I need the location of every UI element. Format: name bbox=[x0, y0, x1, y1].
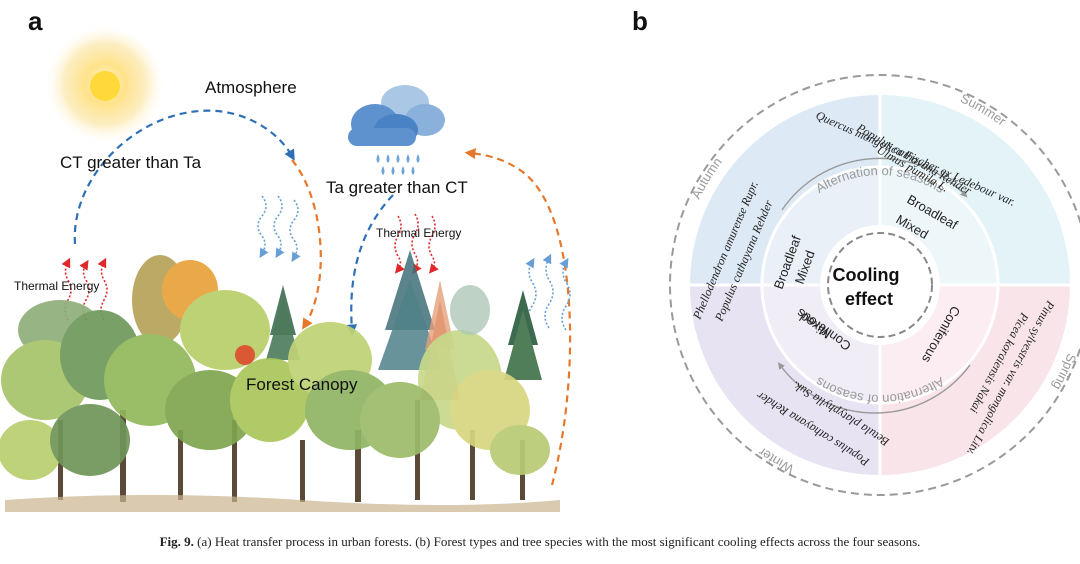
winter-sector bbox=[690, 285, 880, 475]
panel-a: a bbox=[0, 6, 572, 512]
autumn-sector bbox=[690, 95, 880, 285]
alternation-arrow-top bbox=[781, 157, 968, 211]
sun-icon bbox=[47, 26, 163, 142]
rain-cloud-icon bbox=[348, 85, 445, 175]
panel-b-label: b bbox=[632, 6, 648, 36]
alternation-arrow-bottom bbox=[777, 362, 971, 414]
orange-down-arrow bbox=[291, 159, 322, 330]
thermal-energy-left-label: Thermal Energy bbox=[14, 279, 99, 293]
figure-caption: Fig. 9. (a) Heat transfer process in urb… bbox=[0, 534, 1080, 550]
right-orange-up-arrow bbox=[464, 148, 572, 486]
ct-greater-than-ta-label: CT greater than Ta bbox=[60, 153, 202, 172]
center-label-effect: effect bbox=[845, 289, 893, 309]
summer-sector bbox=[880, 95, 1070, 285]
caption-prefix: Fig. 9. bbox=[159, 534, 194, 549]
center-label-cooling: Cooling bbox=[833, 265, 900, 285]
atmosphere-arc-arrow bbox=[73, 109, 295, 245]
panel-b: b Cooling effect Alternation of seasons … bbox=[632, 6, 1080, 496]
spring-sector bbox=[880, 285, 1070, 475]
atmosphere-label: Atmosphere bbox=[205, 78, 297, 97]
caption-text: (a) Heat transfer process in urban fores… bbox=[193, 534, 921, 549]
forest-canopy-label: Forest Canopy bbox=[246, 375, 358, 394]
thermal-energy-right-label: Thermal Energy bbox=[376, 226, 461, 240]
cool-air-arrows-left bbox=[257, 195, 301, 263]
cloud-down-arrow bbox=[346, 194, 394, 336]
center-dashed-circle bbox=[827, 232, 933, 338]
tree-icon bbox=[0, 250, 560, 512]
heat-arrows-right bbox=[394, 213, 439, 275]
ta-greater-than-ct-label: Ta greater than CT bbox=[326, 178, 468, 197]
season-outer-ring bbox=[669, 74, 1080, 496]
panel-a-label: a bbox=[28, 6, 43, 36]
cool-air-arrows-right bbox=[525, 253, 571, 331]
